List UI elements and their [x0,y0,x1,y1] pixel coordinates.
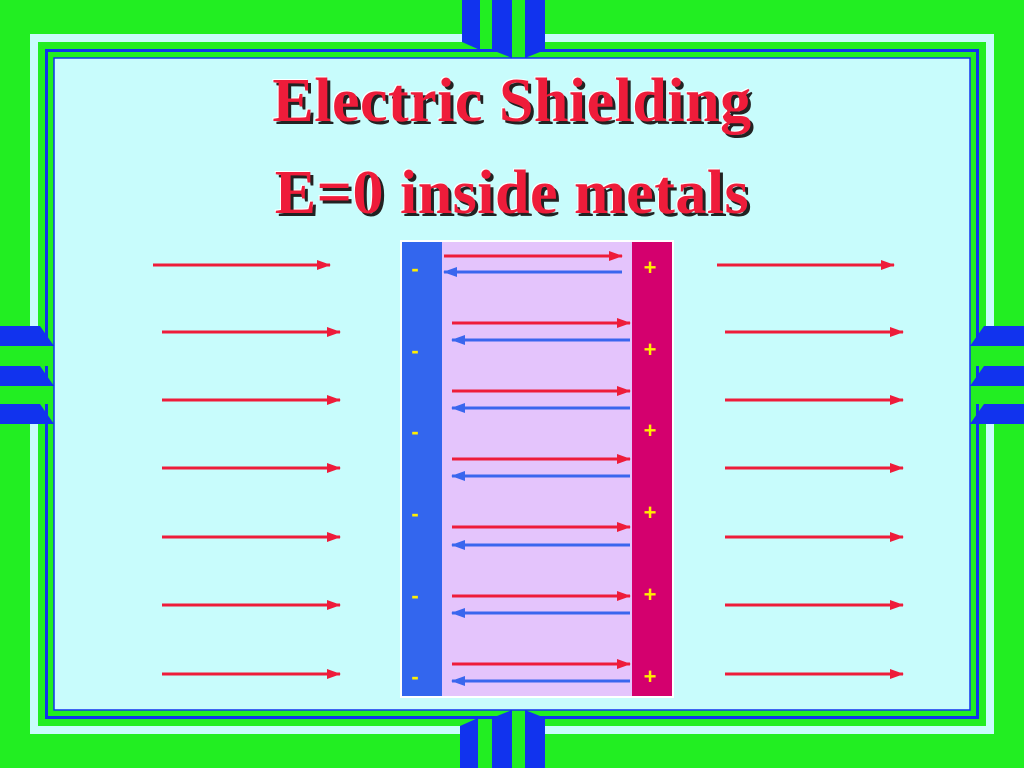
negative-charge: - [411,664,419,689]
positive-charge: + [643,582,657,607]
negative-plate [402,242,442,696]
positive-plate [632,242,672,696]
decor-left-tabs [0,326,54,424]
negative-charge: - [411,256,419,281]
external-field-right [717,260,904,679]
negative-charge: - [411,501,419,526]
slide-title-line1: Electric Shielding [272,67,752,135]
positive-charge: + [643,664,657,689]
external-field-left [153,260,341,679]
decor-right-tabs [970,326,1024,424]
positive-charge: + [643,337,657,362]
decor-bottom-tabs [460,710,545,768]
induced-field [443,267,630,686]
slide-title-line2: E=0 inside metals [274,159,750,227]
negative-charge: - [411,338,419,363]
negative-charge: - [411,583,419,608]
positive-charge: + [643,500,657,525]
positive-charge: + [643,418,657,443]
decor-top-tabs [462,0,545,58]
internal-external-field [444,251,631,669]
positive-charge: + [643,255,657,280]
metal-interior [442,242,632,696]
negative-charge: - [411,419,419,444]
